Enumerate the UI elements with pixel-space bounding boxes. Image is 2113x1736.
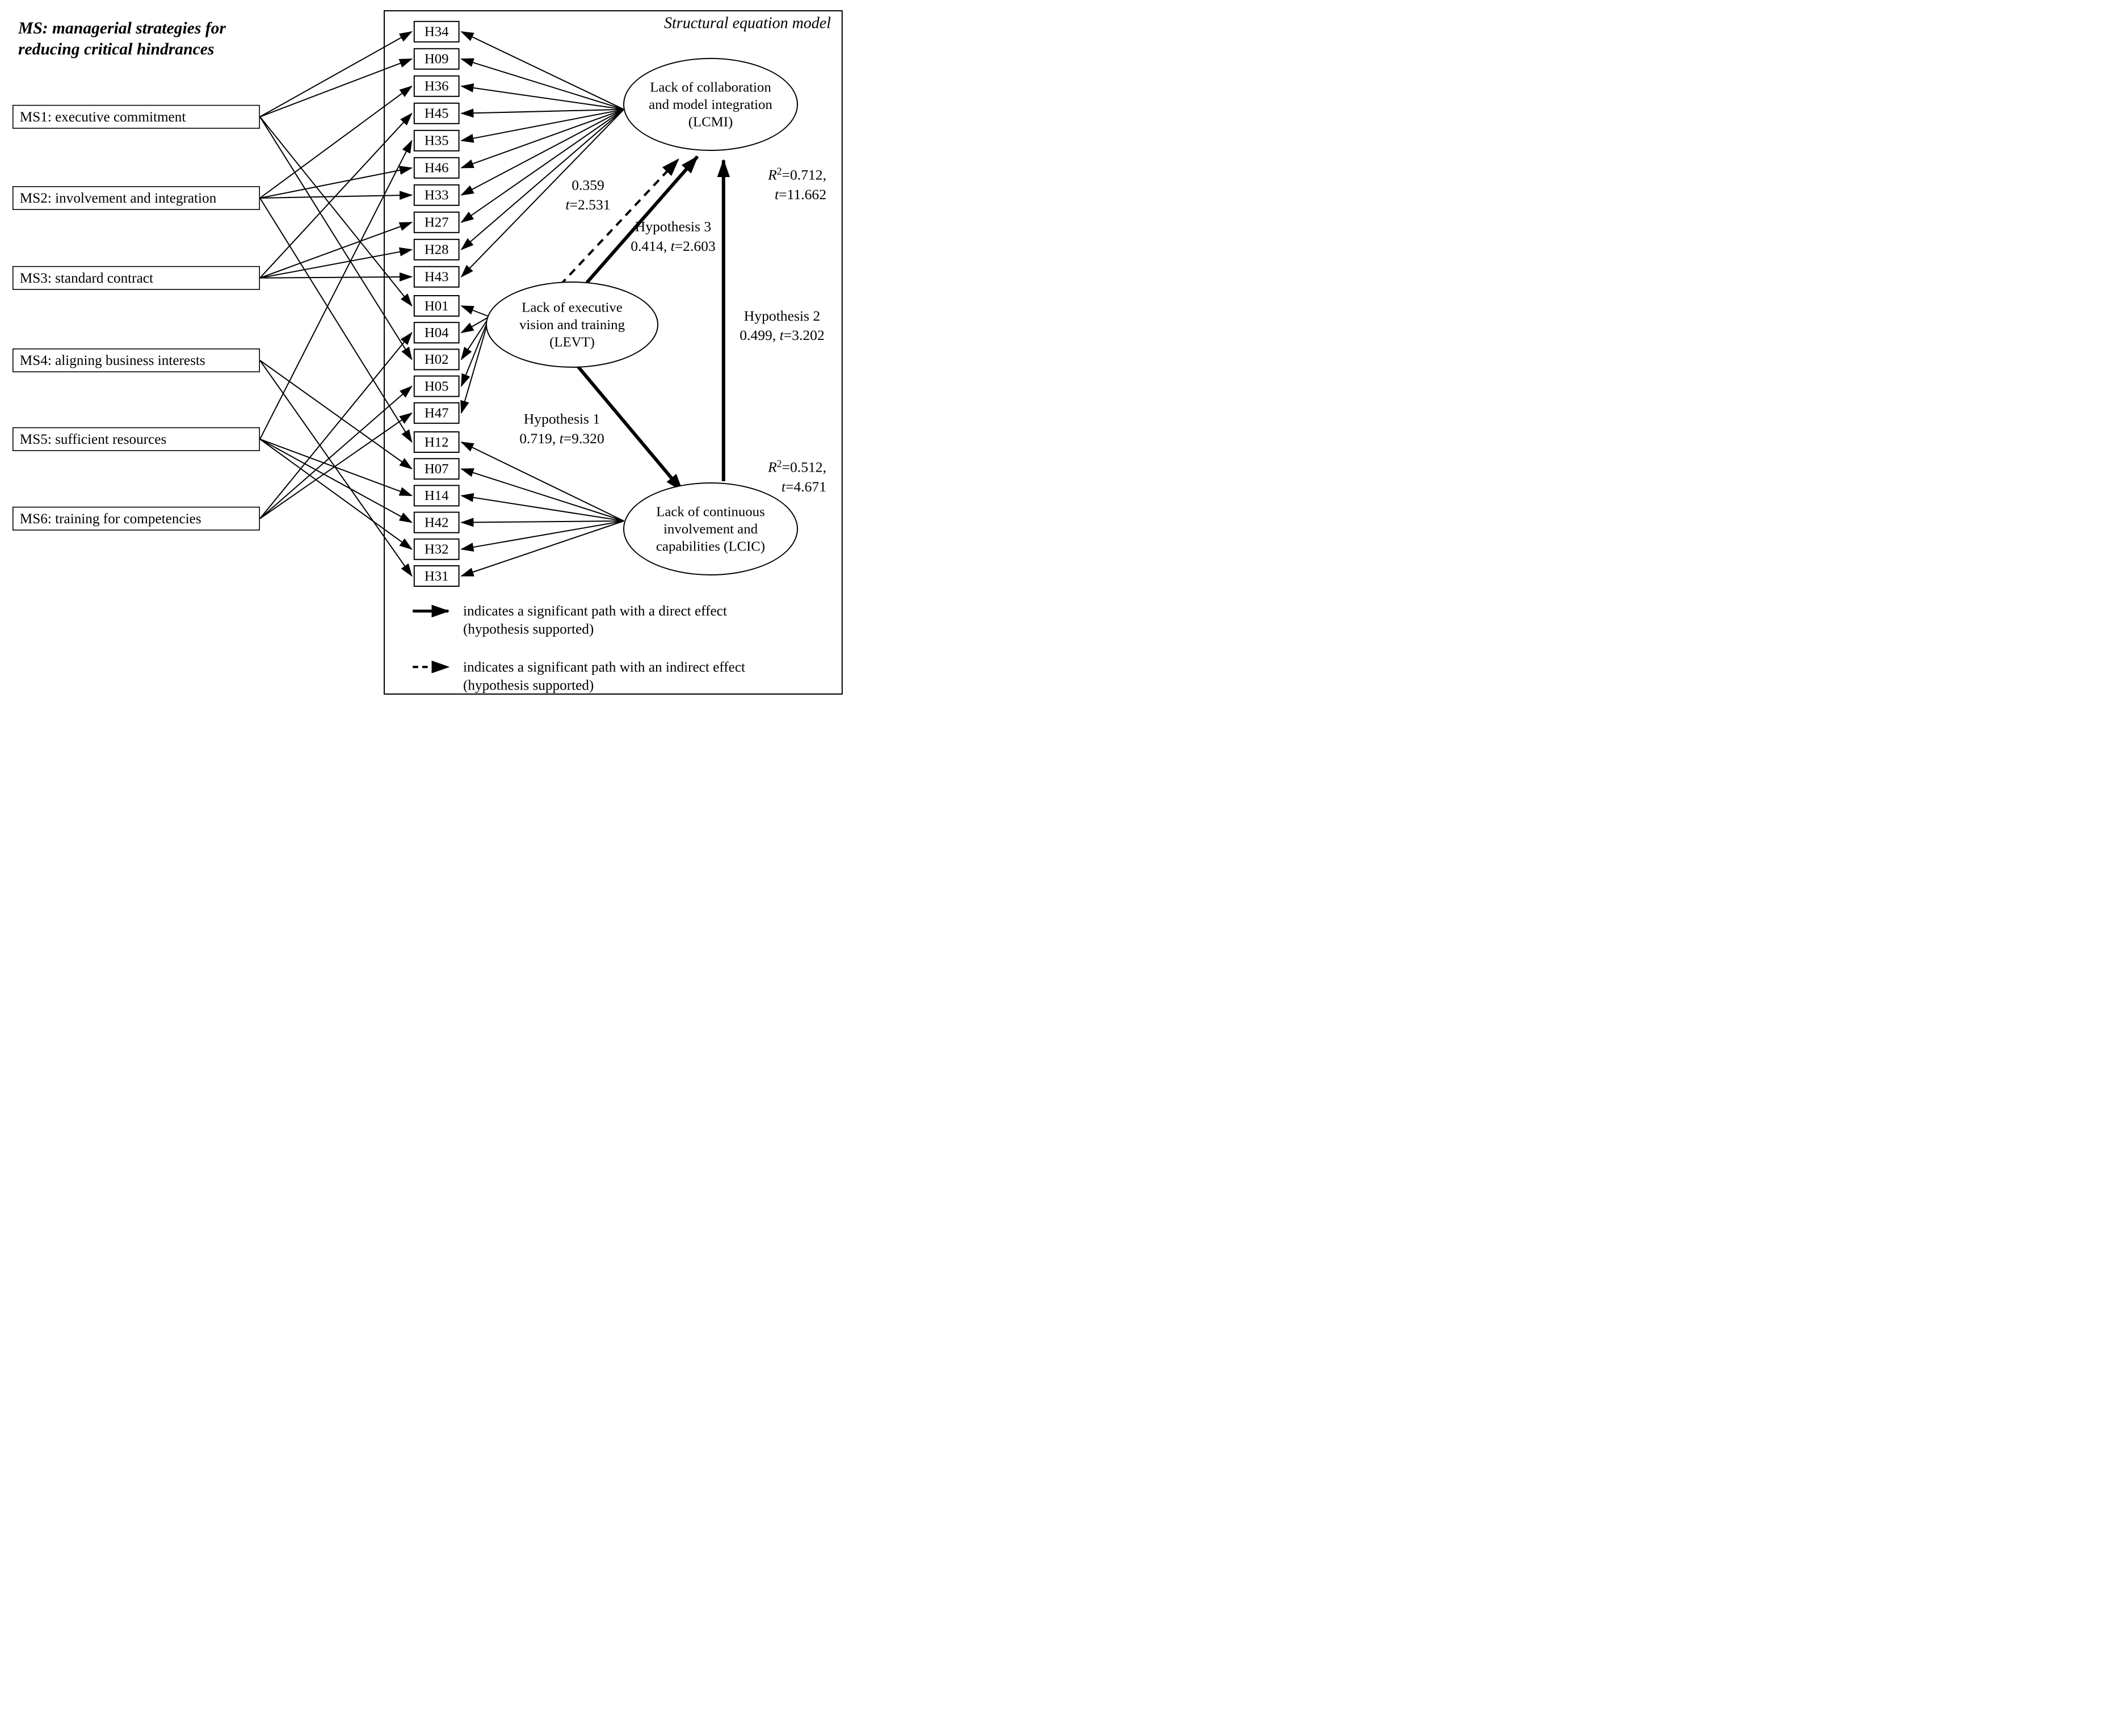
lcmi-line3: (LCMI) [688,114,733,129]
r-sup: 2 [776,458,782,469]
t-value: =2.531 [569,196,611,213]
ms-strategy-box-ms4: MS4: aligning business interests [12,348,260,372]
figure-viewport: MS: managerial strategies for reducing c… [0,0,846,695]
t-symbol: t [781,478,785,495]
hindrance-box-h35: H35 [413,129,460,152]
ms-strategy-box-ms3: MS3: standard contract [12,266,260,290]
lcic-r2-stat: R2=0.512, t=4.671 [713,454,826,497]
hypothesis1-title: Hypothesis 1 [523,410,600,427]
legend-indirect-line1: indicates a significant path with an ind… [463,659,746,675]
lcic-line1: Lack of continuous [656,504,765,520]
hindrance-box-h01: H01 [413,295,460,317]
legend-direct-line1: indicates a significant path with a dire… [463,603,727,619]
t-symbol: t [779,327,784,343]
t-symbol: t [775,186,779,203]
t-value: =2.603 [674,238,716,254]
r-sup: 2 [776,166,782,177]
lcmi-line2: and model integration [649,96,772,112]
r-value: =0.712, [782,166,826,183]
ms-strategy-box-ms1: MS1: executive commitment [12,104,260,129]
hindrance-box-h02: H02 [413,348,460,371]
coefficient: 0.499, [740,327,780,343]
indirect-path-stat: 0.359 t=2.531 [529,175,647,215]
hypothesis1-stat: Hypothesis 1 0.719, t=9.320 [495,409,629,448]
lcic-line2: involvement and [663,521,758,537]
hindrance-box-h05: H05 [413,375,460,397]
construct-ellipse-levt: Lack of executive vision and training (L… [486,281,658,368]
t-value: =11.662 [779,186,826,203]
hypothesis3-title: Hypothesis 3 [635,218,712,235]
sem-frame [384,10,843,695]
ms-strategy-box-ms5: MS5: sufficient resources [12,427,260,451]
hindrance-box-h34: H34 [413,20,460,43]
t-symbol: t [565,196,570,213]
t-symbol: t [559,430,564,447]
levt-line1: Lack of executive [522,300,623,316]
r-symbol: R [768,459,777,476]
t-value: =9.320 [563,430,604,447]
hypothesis2-title: Hypothesis 2 [743,308,821,324]
lcmi-line1: Lack of collaboration [650,79,771,95]
hindrance-box-h32: H32 [413,538,460,560]
legend-direct: indicates a significant path with a dire… [463,602,727,638]
hindrance-box-h07: H07 [413,458,460,480]
hindrance-box-h47: H47 [413,402,460,424]
hindrance-box-h27: H27 [413,211,460,233]
sem-diagram: MS: managerial strategies for reducing c… [0,0,846,695]
hindrance-box-h14: H14 [413,485,460,507]
figure-note-line1: MS: managerial strategies for [18,19,226,37]
construct-ellipse-lcic: Lack of continuous involvement and capab… [623,482,798,575]
hindrance-box-h12: H12 [413,431,460,453]
hindrance-box-h04: H04 [413,322,460,344]
hypothesis2-stat: Hypothesis 2 0.499, t=3.202 [715,306,846,345]
hindrance-box-h28: H28 [413,238,460,260]
lcmi-r2-stat: R2=0.712, t=11.662 [713,162,826,204]
coefficient: 0.414, [631,238,671,254]
coefficient: 0.719, [519,430,560,447]
levt-line3: (LEVT) [549,334,595,350]
hindrance-box-h33: H33 [413,184,460,206]
ms-strategy-box-ms6: MS6: training for competencies [12,506,260,531]
r-value: =0.512, [782,459,826,476]
hindrance-box-h43: H43 [413,266,460,288]
figure-note-line2: reducing critical hindrances [18,40,215,58]
construct-ellipse-lcmi: Lack of collaboration and model integrat… [623,58,798,151]
t-value: =4.671 [785,478,826,495]
levt-line2: vision and training [519,317,625,333]
r-symbol: R [768,166,777,183]
hindrance-box-h36: H36 [413,75,460,97]
hindrance-box-h46: H46 [413,157,460,179]
legend-indirect: indicates a significant path with an ind… [463,658,745,694]
sem-frame-label: Structural equation model [664,14,831,32]
hindrance-box-h09: H09 [413,48,460,70]
figure-note: MS: managerial strategies for reducing c… [18,18,226,60]
hindrance-box-h31: H31 [413,565,460,587]
indirect-coefficient: 0.359 [572,176,604,193]
legend-direct-line2: (hypothesis supported) [463,621,594,637]
t-value: =3.202 [783,327,825,343]
hindrance-box-h42: H42 [413,511,460,533]
hindrance-box-h45: H45 [413,102,460,124]
legend-indirect-line2: (hypothesis supported) [463,677,594,693]
hypothesis3-stat: Hypothesis 3 0.414, t=2.603 [602,217,745,256]
t-symbol: t [670,238,675,254]
ms-strategy-box-ms2: MS2: involvement and integration [12,186,260,210]
lcic-line3: capabilities (LCIC) [656,538,766,554]
